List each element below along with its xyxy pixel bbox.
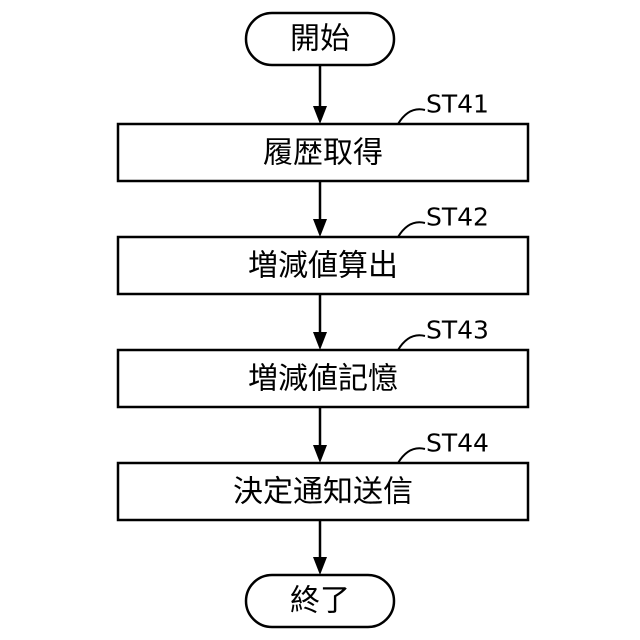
start-label: 開始	[290, 22, 350, 57]
arrowhead	[313, 557, 327, 575]
step-st43-label: 増減値記憶	[248, 362, 398, 397]
arrowhead	[313, 106, 327, 124]
arrow-st41-to-st42	[313, 181, 327, 237]
step-st44-id: ST44	[426, 429, 489, 458]
step-st41-leader	[398, 109, 425, 124]
step-st44-label: 決定通知送信	[233, 475, 413, 510]
arrowhead	[313, 332, 327, 350]
arrowhead	[313, 219, 327, 237]
step-st44-leader	[398, 448, 425, 463]
step-st42-id: ST42	[426, 203, 489, 232]
step-st41: ST41 履歴取得	[118, 90, 528, 182]
end-label: 終了	[290, 584, 350, 619]
step-st43-leader	[398, 335, 425, 350]
arrow-st44-to-end	[313, 520, 327, 575]
step-st42: ST42 増減値算出	[118, 203, 528, 295]
arrowhead	[313, 445, 327, 463]
step-st43-id: ST43	[426, 316, 489, 345]
step-st42-leader	[398, 222, 425, 237]
arrow-st42-to-st43	[313, 294, 327, 350]
step-st44: ST44 決定通知送信	[118, 429, 528, 521]
end-terminator: 終了	[246, 575, 394, 627]
step-st43: ST43 増減値記憶	[118, 316, 528, 408]
start-terminator: 開始	[246, 13, 394, 65]
step-st41-label: 履歴取得	[263, 136, 383, 171]
arrow-start-to-st41	[313, 65, 327, 124]
step-st42-label: 増減値算出	[248, 249, 398, 284]
step-st41-id: ST41	[426, 90, 489, 119]
arrow-st43-to-st44	[313, 407, 327, 463]
